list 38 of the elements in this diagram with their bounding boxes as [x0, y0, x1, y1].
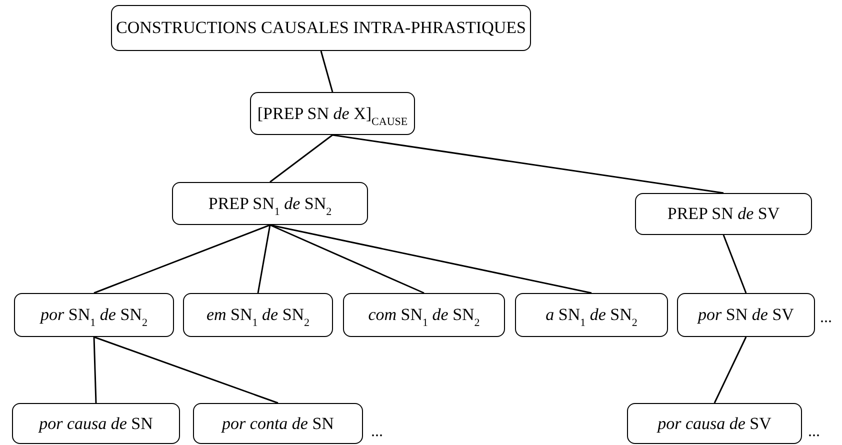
connector-line: [270, 224, 592, 294]
ellipsis-text: ...: [371, 422, 383, 442]
connector-line: [270, 134, 333, 183]
tree-node-box: [343, 293, 505, 337]
tree-node-box: [515, 293, 668, 337]
node-label: por SN de SV: [698, 304, 794, 326]
ellipsis-text: ...: [820, 308, 832, 328]
tree-node-box: [14, 293, 174, 337]
tree-node-box: [12, 403, 180, 444]
node-label: com SN$_{1}$ de SN$_{2}$: [368, 304, 480, 326]
node-label: a SN$_{1}$ de SN$_{2}$: [546, 304, 638, 326]
tree-node-box: [172, 182, 368, 225]
connector-line: [270, 224, 424, 294]
node-label: por conta de SN: [222, 412, 334, 434]
node-label: por causa de SV: [658, 412, 772, 434]
tree-node-box: [677, 293, 815, 337]
tree-node-box: [111, 5, 531, 51]
node-label: por SN$_{1}$ de SN$_{2}$: [40, 304, 148, 326]
connector-line: [320, 50, 334, 92]
tree-node-box: [193, 403, 363, 444]
tree-node-box: [250, 92, 415, 135]
node-label: PREP SN$_{1}$ de SN$_{2}$: [208, 192, 332, 214]
node-label: PREP SN de SV: [667, 203, 780, 225]
connector-line: [722, 234, 747, 294]
tree-node-box: [627, 403, 802, 444]
node-label: em SN$_{1}$ de SN$_{2}$: [206, 304, 310, 326]
connector-line: [332, 134, 724, 194]
connector-line: [93, 336, 97, 404]
tree-node-box: [183, 293, 333, 337]
node-label: por causa de SN: [39, 412, 153, 434]
connector-line: [94, 336, 278, 404]
connector-line: [257, 224, 271, 294]
node-label: [PREP SN de X]$_{CAUSE}$: [257, 102, 408, 124]
node-label: CONSTRUCTIONS CAUSALES INTRA-PHRASTIQUES: [116, 17, 526, 39]
connector-line: [714, 336, 747, 404]
connector-line: [94, 224, 270, 294]
ellipsis-text: ...: [808, 422, 820, 442]
tree-node-box: [635, 193, 812, 235]
